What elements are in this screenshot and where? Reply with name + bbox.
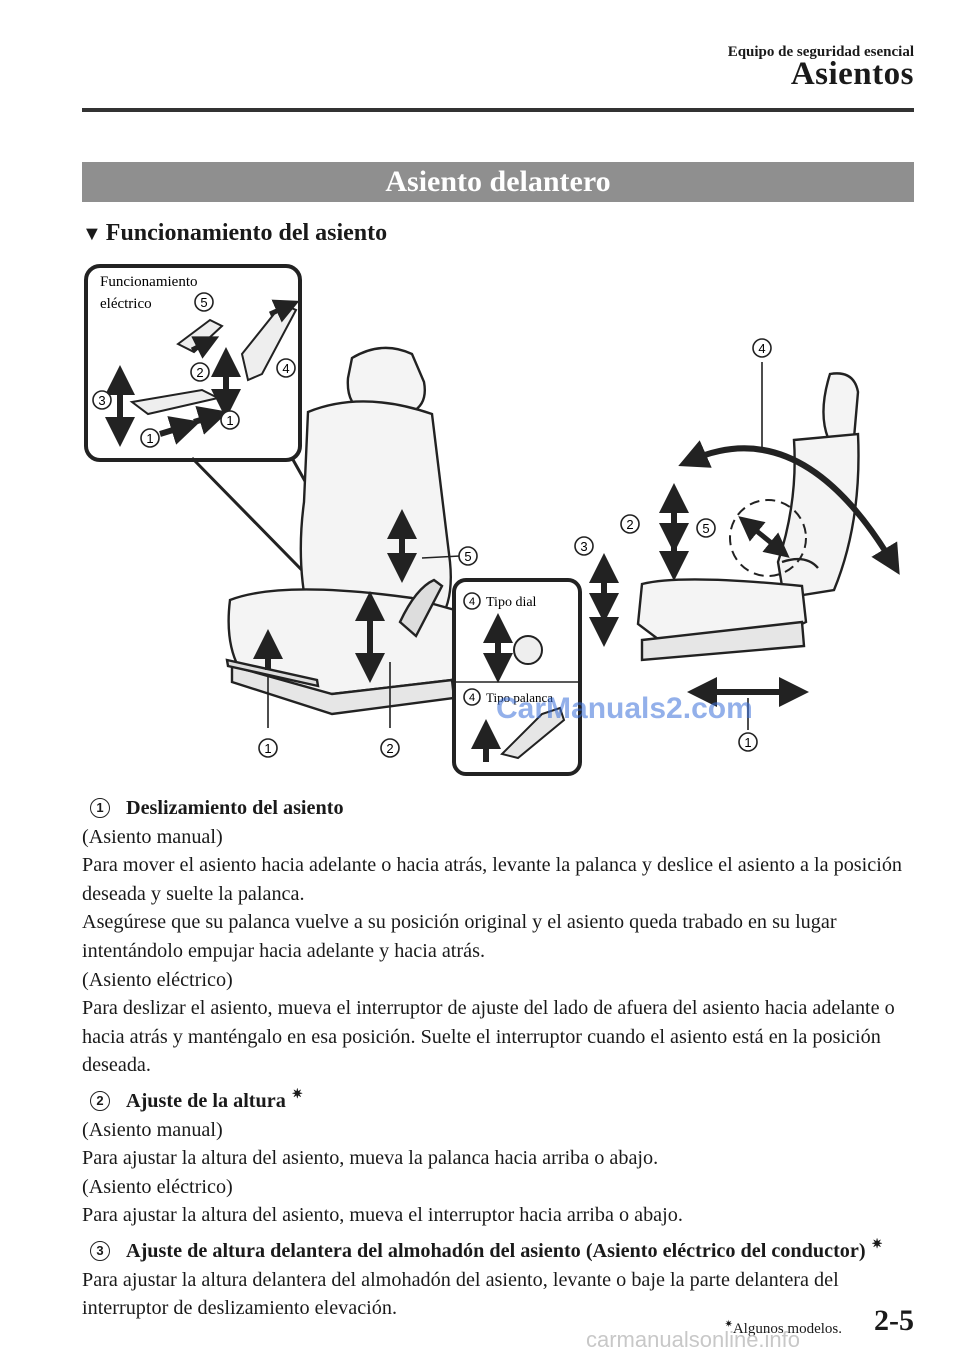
site-watermark: carmanualsonline.info [586, 1327, 801, 1352]
power-seat-inset: Funcionamiento eléctrico [84, 264, 302, 462]
svg-text:5: 5 [464, 549, 471, 564]
item-1-paragraph-5: Para deslizar el asiento, mueva el inter… [82, 997, 895, 1077]
star-icon: ✷ [871, 1235, 883, 1251]
number-1-icon: 1 [90, 798, 110, 818]
svg-text:5: 5 [702, 521, 709, 536]
svg-text:2: 2 [626, 517, 633, 532]
svg-text:3: 3 [98, 393, 105, 408]
item-2-paragraph-2: Para ajustar la altura del asiento, muev… [82, 1147, 659, 1170]
callout-1-seat: 1 [258, 738, 278, 758]
front-seat-drawing [225, 346, 468, 716]
number-2-icon: 2 [90, 1090, 110, 1111]
item-1-paragraph-4: (Asiento eléctrico) [82, 968, 233, 991]
star-icon: ✷ [291, 1085, 303, 1101]
item-2-paragraph-3: (Asiento eléctrico) [82, 1175, 233, 1198]
svg-text:1: 1 [264, 741, 271, 756]
callout-4-inset: 4 [276, 358, 296, 378]
callout-4-dial: 4 [463, 592, 481, 610]
callout-2-inset: 2 [190, 362, 210, 382]
svg-text:1: 1 [226, 413, 233, 428]
callout-1a-inset: 1 [140, 428, 160, 448]
dial-type-label: Tipo dial [486, 595, 537, 610]
figure-watermark: CarManuals2.com [496, 692, 753, 725]
callout-5-side: 5 [696, 518, 716, 538]
svg-text:5: 5 [200, 295, 207, 310]
subheading: ▼Funcionamiento del asiento [82, 220, 387, 247]
item-2-paragraph-4: Para ajustar la altura del asiento, muev… [82, 1204, 683, 1227]
seat-diagram: Funcionamiento eléctrico [82, 262, 914, 782]
svg-text:4: 4 [469, 692, 475, 704]
seat-diagram-svg: Funcionamiento eléctrico [84, 264, 900, 776]
svg-text:1: 1 [146, 431, 153, 446]
star-icon: ✷ [724, 1319, 733, 1330]
lever-type-label: Tipo palanca [486, 690, 553, 705]
svg-text:2: 2 [196, 365, 203, 380]
header-chapter: Asientos [790, 56, 914, 92]
header-rule [82, 108, 914, 112]
callout-2-seat: 2 [380, 738, 400, 758]
page-number: 2-5 [874, 1304, 914, 1337]
item-1-paragraph-1: (Asiento manual) [82, 825, 223, 848]
callout-4-lever: 4 [463, 688, 481, 706]
footer-note: ✷Algunos modelos. [724, 1319, 842, 1337]
callout-5-seat: 5 [458, 546, 478, 566]
inset-label-line1: Funcionamiento [100, 274, 198, 290]
callout-3-inset: 3 [92, 390, 112, 410]
item-1-paragraph-2: Para mover el asiento hacia adelante o h… [82, 854, 903, 905]
item-3-paragraph-1: Para ajustar la altura delantera del alm… [82, 1268, 839, 1320]
item-2-paragraph-1: (Asiento manual) [82, 1118, 223, 1141]
callout-1-side: 1 [738, 732, 758, 752]
callout-3-side: 3 [574, 536, 594, 556]
inset-label-line2: eléctrico [100, 296, 152, 312]
svg-text:4: 4 [758, 341, 765, 356]
subheading-text: Funcionamiento del asiento [105, 220, 388, 246]
callout-5-inset: 5 [194, 292, 214, 312]
number-3-icon: 3 [90, 1240, 110, 1261]
svg-text:4: 4 [469, 596, 475, 608]
callout-4-side: 4 [752, 338, 772, 358]
svg-text:4: 4 [282, 361, 289, 376]
item-1-paragraph-3: Asegúrese que su palanca vuelve a su pos… [82, 911, 837, 962]
header-section: Equipo de seguridad esencial [727, 44, 914, 60]
section-banner: Asiento delantero [82, 162, 914, 202]
svg-text:3: 3 [580, 539, 587, 554]
callouts: 5 2 4 3 1 1 5 1 2 4 4 4 2 5 3 1 [92, 292, 772, 758]
callout-1b-inset: 1 [220, 410, 240, 430]
svg-text:2: 2 [386, 741, 393, 756]
callout-2-side: 2 [620, 514, 640, 534]
dial-lever-panel: Tipo dial Tipo palanca [452, 578, 582, 776]
triangle-bullet-icon: ▼ [82, 223, 102, 245]
svg-text:1: 1 [744, 735, 751, 750]
